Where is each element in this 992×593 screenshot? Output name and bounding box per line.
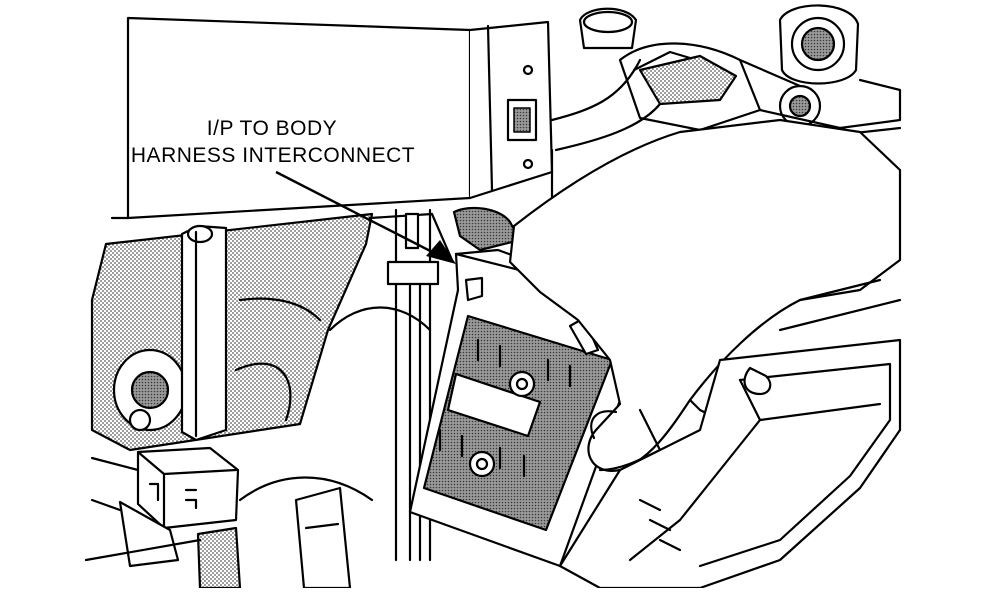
relay-assembly	[84, 446, 374, 590]
support-rods	[180, 206, 522, 562]
trim-panel	[90, 212, 454, 452]
mounting-bracket	[110, 16, 554, 220]
harness-connector	[408, 248, 638, 568]
callout-label-line-1: I/P TO BODY	[206, 117, 338, 140]
lower-housing	[558, 338, 902, 590]
upper-right-components	[518, 4, 902, 242]
callout-label-line-2: HARNESS INTERCONNECT	[130, 144, 416, 167]
leader-arrow	[275, 170, 456, 264]
